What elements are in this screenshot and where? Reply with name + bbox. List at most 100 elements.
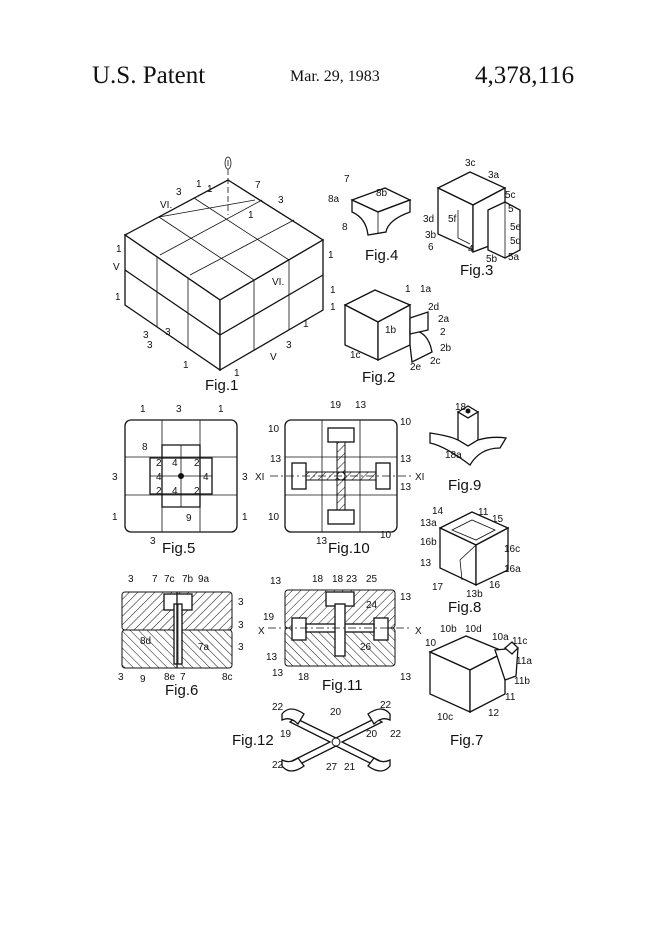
fig9-label: 18a [445, 450, 462, 461]
fig6-drawing [121, 591, 233, 669]
fig1-label: 1 [234, 368, 240, 379]
fig7-label: 10d [465, 624, 482, 635]
fig5-label: 1 [218, 404, 224, 415]
fig6-label: 3 [128, 574, 134, 585]
fig1-caption: Fig.1 [205, 377, 238, 394]
fig8-label: 13a [420, 518, 437, 529]
patent-date: Mar. 29, 1983 [290, 68, 380, 85]
fig12-label: 22 [272, 702, 284, 713]
patent-header-left: U.S. Patent [92, 62, 206, 89]
fig4-label: 7 [344, 174, 350, 185]
fig2-label: 2 [440, 327, 446, 338]
fig11-label: 23 [346, 574, 358, 585]
fig5-label: 8 [142, 442, 148, 453]
fig11-label: 13 [272, 668, 284, 679]
fig3-label: 5d [510, 236, 521, 247]
fig8-caption: Fig.8 [448, 599, 481, 616]
fig8-label: 15 [492, 514, 504, 525]
fig2-label: 1a [420, 284, 432, 295]
fig5-label: 1 [140, 404, 146, 415]
fig6-label: 7b [182, 574, 194, 585]
fig11-label: 13 [266, 652, 278, 663]
fig5-label: 2 [156, 458, 162, 469]
fig5-label: 2 [194, 458, 200, 469]
fig3-label: 6 [428, 242, 434, 253]
fig3-caption: Fig.3 [460, 262, 493, 279]
fig10-drawing [270, 419, 412, 533]
fig11-label: 26 [360, 642, 372, 653]
fig5-label: 4 [172, 458, 178, 469]
fig12-drawing [281, 708, 391, 772]
fig4-caption: Fig.4 [365, 247, 398, 264]
fig2-caption: Fig.2 [362, 369, 395, 386]
fig4-label: 8a [328, 194, 340, 205]
fig11-label: 13 [400, 672, 412, 683]
fig3-label: 5e [510, 222, 522, 233]
fig3-label: 3d [423, 214, 434, 225]
fig12-label: 20 [330, 707, 342, 718]
fig6-label: 9a [198, 574, 210, 585]
fig1-label: 3 [165, 327, 171, 338]
fig5-label: 4 [172, 486, 178, 497]
fig7-label: 10c [437, 712, 453, 723]
fig5-label: 1 [112, 512, 118, 523]
fig6-label: 9 [140, 674, 146, 685]
fig7-label: 12 [488, 708, 500, 719]
fig3-label: 4 [468, 244, 474, 255]
fig11-label: X [258, 626, 265, 637]
fig5-label: 1 [242, 512, 248, 523]
fig1-label: 1 [196, 179, 202, 190]
fig11-label: 13 [270, 576, 282, 587]
fig6-label: 3 [238, 642, 244, 653]
fig3-label: 3a [488, 170, 500, 181]
fig2-label: 1c [350, 350, 361, 361]
fig1-label: 3 [278, 195, 284, 206]
fig1-label: V [270, 352, 277, 363]
fig1-drawing [123, 156, 325, 372]
fig7-label: 11a [516, 656, 532, 667]
fig3-label: 5f [448, 214, 457, 225]
fig8-label: 16b [420, 537, 437, 548]
fig11-label: 18 [332, 574, 344, 585]
fig7-drawing [428, 635, 519, 714]
fig5-label: 3 [242, 472, 248, 483]
fig3-label: 5a [508, 252, 520, 263]
fig2-label: 2c [430, 356, 441, 367]
fig6-label: 8c [222, 672, 233, 683]
fig10-label: XI [255, 472, 264, 483]
fig5-label: 9 [186, 513, 192, 524]
fig12-label: 22 [272, 760, 284, 771]
fig10-label: 10 [268, 424, 280, 435]
fig12-label: 22 [390, 729, 402, 740]
fig1-label: 1 [248, 210, 254, 221]
fig12-caption: Fig.12 [232, 732, 274, 749]
fig7-label: 10b [440, 624, 457, 635]
fig5-label: 3 [150, 536, 156, 547]
fig9-drawing [429, 405, 508, 466]
fig10-label: 19 [330, 400, 342, 411]
fig10-caption: Fig.10 [328, 540, 370, 557]
fig6-label: 3 [118, 672, 124, 683]
fig8-label: 16a [504, 564, 521, 575]
fig12-label: 22 [380, 700, 392, 711]
fig8-label: 16 [489, 580, 501, 591]
fig3-label: 5 [508, 204, 514, 215]
fig1-label: VI. [272, 277, 284, 288]
fig3-drawing [436, 171, 521, 259]
fig8-label: 14 [432, 506, 444, 517]
fig6-label: 3 [238, 597, 244, 608]
fig5-label: 2 [194, 486, 200, 497]
fig7-label: 11c [512, 636, 527, 647]
fig5-label: 3 [112, 472, 118, 483]
fig4-drawing [350, 187, 412, 236]
fig5-label: 2 [156, 486, 162, 497]
fig7-label: 11 [505, 692, 516, 703]
fig6-label: 8d [140, 636, 151, 647]
fig8-drawing [438, 511, 510, 587]
fig1-label: 7 [255, 180, 261, 191]
fig3-label: 5c [505, 190, 516, 201]
fig1-label: 1 [330, 302, 336, 313]
fig1-label: 1 [183, 360, 189, 371]
fig10-label: 13 [316, 536, 328, 547]
fig11-label: 24 [366, 600, 378, 611]
